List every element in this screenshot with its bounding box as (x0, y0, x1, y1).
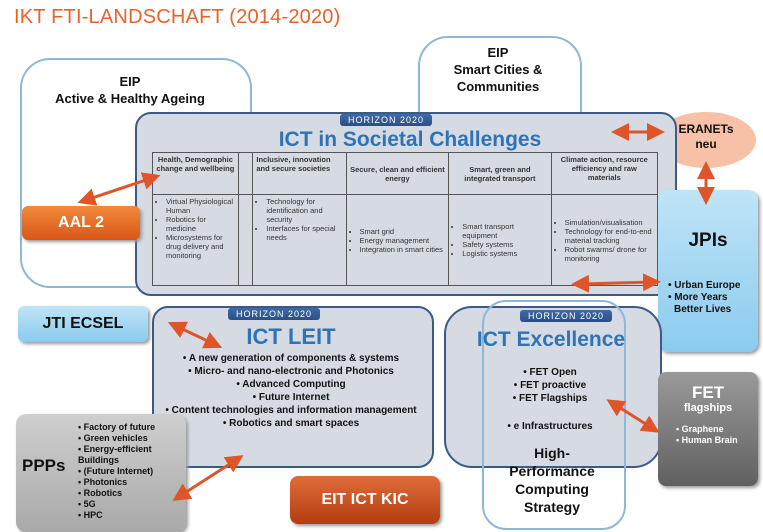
list-item: Simulation/visualisation (565, 218, 654, 227)
jpis-title: JPIs (688, 230, 728, 251)
ppps-box: PPPs • Factory of future • Green vehicle… (16, 414, 186, 532)
ict-sc-title: ICT in Societal Challenges (278, 128, 542, 151)
jti-ecsel-box: JTI ECSEL (18, 306, 148, 342)
list-item: Energy management (360, 236, 446, 245)
list-item: Integration in smart cities (360, 245, 446, 254)
fet-list: • FET Open • FET proactive • FET Flagshi… (500, 366, 600, 405)
ict-exc-title: ICT Excellence (476, 328, 626, 351)
list-item: • Micro- and nano-electronic and Photoni… (188, 366, 394, 377)
list-item: • Urban Europe (668, 280, 741, 291)
list-item: • Energy-efficient Buildings (78, 444, 152, 465)
list-item: Robot swarms/ drone for monitoring (565, 245, 654, 263)
fet-list: • Graphene • Human Brain (658, 424, 758, 446)
list-item: • Advanced Computing (236, 379, 346, 390)
list-item: • Robotics (78, 488, 123, 498)
arrow-fet-flagships (606, 399, 660, 433)
arrow-ppps-leit (172, 455, 244, 501)
list-item: • Content technologies and information m… (165, 405, 417, 416)
list-item: Smart transport equipment (462, 222, 547, 240)
list-item: • Future Internet (252, 392, 330, 403)
arrow-jti-leit (167, 321, 223, 349)
list-item: Virtual Physiological Human (166, 197, 235, 215)
list-item: • Factory of future (78, 422, 156, 432)
hpc-strategy: High- Performance Computing Strategy (509, 445, 595, 515)
h2020-banner-exc: HORIZON 2020 (520, 310, 613, 322)
sc-cell-5: Simulation/visualisation Technology for … (550, 194, 659, 286)
ppps-list: • Factory of future • Green vehicles • E… (78, 422, 186, 521)
arrow-aal-health (77, 172, 161, 206)
list-item: • FET Flagships (512, 393, 588, 404)
ict-leit-list: • A new generation of components & syste… (156, 352, 426, 430)
sc-cell-3: Smart grid Energy management Integration… (345, 194, 450, 286)
list-item: Technology for end-to-end material track… (565, 227, 654, 245)
list-item: Microsystems for drug delivery and monit… (166, 233, 235, 260)
list-item: • A new generation of components & syste… (182, 353, 400, 364)
ict-leit-title: ICT LEIT (246, 324, 336, 349)
list-item: • (Future Internet) (78, 466, 154, 476)
h2020-banner-sc: HORIZON 2020 (340, 114, 433, 126)
h2020-banner-leit: HORIZON 2020 (228, 308, 321, 320)
page-title: IKT FTI-LANDSCHAFT (2014-2020) (14, 6, 341, 28)
eip-ahe-label: EIP Active & Healthy Ageing (55, 74, 205, 106)
eip-sc-label: EIP Smart Cities & Communities (453, 45, 543, 94)
jpis-list: • Urban Europe • More Years Better Lives (658, 280, 758, 316)
fet-title: FET (691, 383, 725, 402)
list-item: • 5G (78, 499, 96, 509)
sc-header-5: Climate action, resource efficiency and … (550, 152, 659, 195)
list-item: • More Years Better Lives (668, 292, 732, 315)
list-item: Safety systems (462, 240, 547, 249)
list-item: • Human Brain (676, 435, 738, 445)
fet-subtitle: flagships (683, 402, 733, 414)
list-item: Logistic systems (462, 249, 547, 258)
sc-header-2: Inclusive, innovation and secure societi… (252, 152, 347, 195)
list-item: Robotics for medicine (166, 215, 235, 233)
list-item: • FET proactive (513, 380, 587, 391)
eit-ict-kic-box: EIT ICT KIC (290, 476, 440, 524)
e-infrastructures: • e Infrastructures (507, 421, 593, 432)
list-item: • Robotics and smart spaces (222, 418, 360, 429)
list-item: Interfaces for special needs (266, 224, 342, 242)
societal-challenges-table: Health, Demographic change and wellbeing… (152, 152, 659, 286)
jpis-box: JPIs • Urban Europe • More Years Better … (658, 190, 758, 352)
list-item: • HPC (78, 510, 103, 520)
sc-header-1: Health, Demographic change and wellbeing (152, 152, 239, 195)
sc-cell-1: Virtual Physiological Human Robotics for… (152, 194, 239, 286)
list-item: • Photonics (78, 477, 128, 487)
fet-flagships-box: FET flagships • Graphene • Human Brain (658, 372, 758, 486)
list-item: Technology for identification and securi… (266, 197, 342, 224)
ppps-label: PPPs (22, 456, 66, 475)
list-item: Smart grid (360, 227, 446, 236)
aal2-box: AAL 2 (22, 206, 140, 240)
sc-cell-2: Technology for identification and securi… (252, 194, 347, 286)
list-item: • Graphene (676, 424, 724, 434)
arrow-sc-jpis (571, 273, 661, 293)
list-item: • Green vehicles (78, 433, 148, 443)
list-item: • FET Open (523, 367, 577, 378)
